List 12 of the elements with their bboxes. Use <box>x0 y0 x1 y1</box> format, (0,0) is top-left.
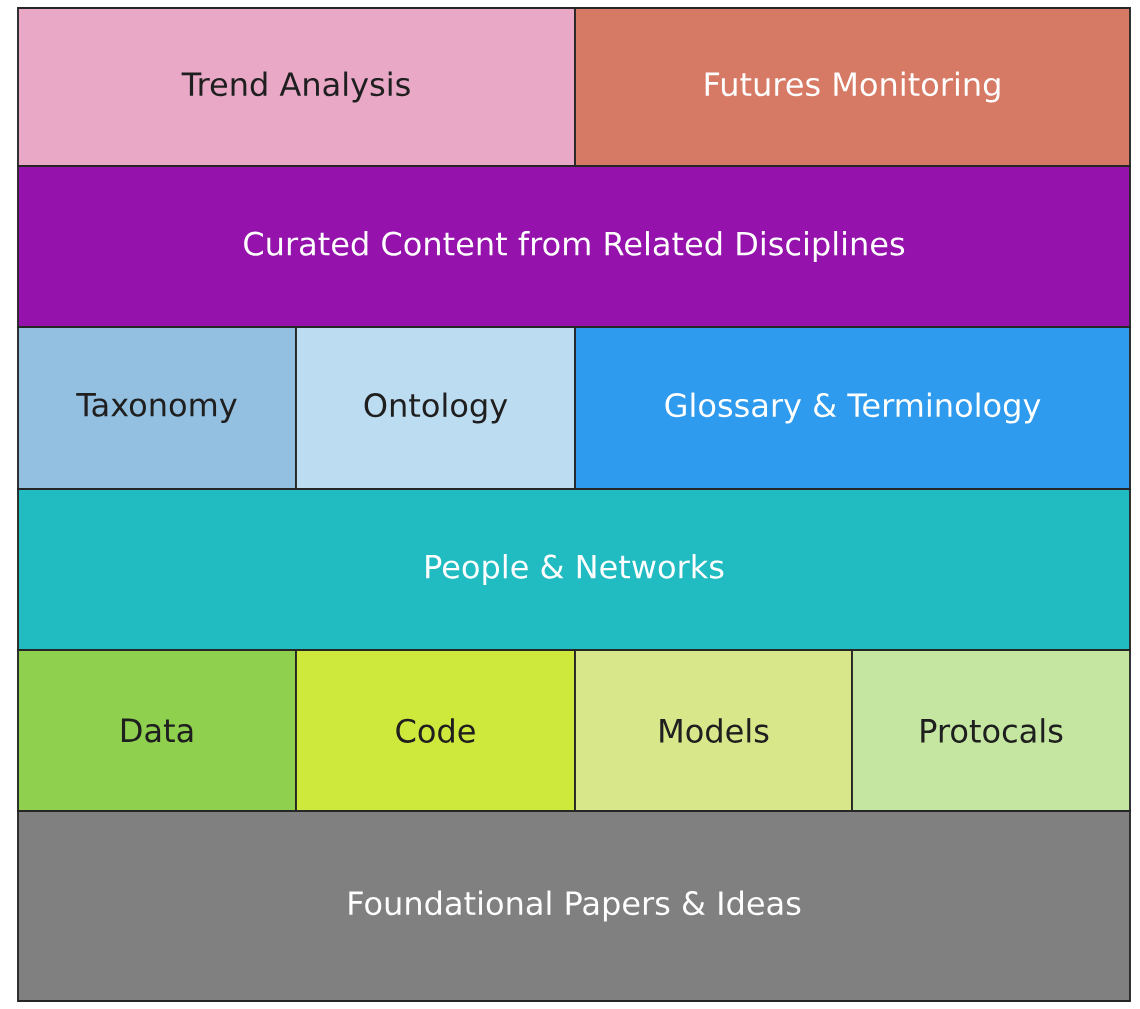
layer-block: Glossary & Terminology <box>574 326 1131 490</box>
layer-block: Protocals <box>851 649 1131 812</box>
layer-block: Ontology <box>295 326 576 490</box>
layer-block: Models <box>574 649 853 812</box>
layer-block: Foundational Papers & Ideas <box>17 810 1131 1002</box>
layer-block: People & Networks <box>17 488 1131 651</box>
layer-block: Futures Monitoring <box>574 7 1131 167</box>
layer-block: Curated Content from Related Disciplines <box>17 165 1131 328</box>
layer-block: Code <box>295 649 576 812</box>
layer-block: Taxonomy <box>17 326 297 490</box>
layer-block: Data <box>17 649 297 812</box>
layer-block: Trend Analysis <box>17 7 576 167</box>
